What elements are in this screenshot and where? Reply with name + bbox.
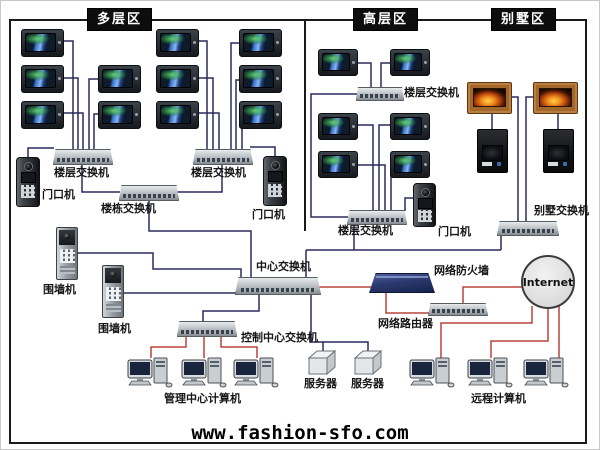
indoor-monitor [390,49,430,76]
indoor-monitor [390,151,430,178]
villa-wooden-monitor [467,82,512,114]
floor-switch-left [53,149,113,165]
indoor-monitor [239,101,282,129]
computer-icon [127,357,173,388]
server-box [353,349,383,375]
villa-door-station [477,129,508,173]
indoor-monitor [318,49,358,76]
region-label-multi-storey: 多层区 [87,8,153,31]
wall-unit [56,227,78,280]
label-floor-switch-right: 楼层交换机 [191,166,246,179]
floor-switch-right [193,149,253,165]
server-box [307,349,337,375]
label-door-unit-left: 门口机 [42,188,75,201]
firewall-device [369,273,435,293]
indoor-monitor [21,101,64,129]
indoor-monitor [21,65,64,93]
server-cube-icon [307,349,337,375]
villa-switch [497,221,559,236]
label-mgmt-computers: 管理中心计算机 [164,392,241,405]
region-title: 多层区 [97,12,143,27]
door-unit [16,157,40,207]
computer-icon [409,357,455,388]
indoor-monitor [156,101,199,129]
diagram-border-frame [9,19,587,444]
control-center-switch [177,321,237,337]
label-router: 网络路由器 [378,317,433,330]
navy-wires [27,40,559,351]
door-unit [263,156,287,206]
red-wires [150,286,560,358]
indoor-monitor [21,29,64,57]
label-center-switch: 中心交换机 [256,260,311,273]
villa-wooden-monitor [533,82,578,114]
internet-cloud: Internet [521,255,575,309]
indoor-monitor [98,101,141,129]
computer-icon [233,357,279,388]
villa-door-station [543,129,574,173]
region-title: 高层区 [363,12,409,27]
indoor-monitor [318,151,358,178]
computer-icon [181,357,227,388]
indoor-monitor [239,65,282,93]
door-unit [413,183,436,227]
label-wall-unit-2: 围墙机 [98,322,131,335]
website-watermark: www.fashion-sfo.com [191,422,409,444]
label-floor-switch-left: 楼层交换机 [54,166,109,179]
label-control-center-switch: 控制中心交换机 [241,331,318,344]
region-label-villa: 别墅区 [491,8,557,31]
label-floor-switch-high-top: 楼层交换机 [404,86,459,99]
indoor-monitor [239,29,282,57]
wall-unit [102,265,124,318]
building-switch [119,185,179,201]
computer-icon [523,357,569,388]
indoor-monitor [318,113,358,140]
region-divider-line [304,19,306,231]
router-device [428,303,488,316]
label-firewall: 网络防火墙 [434,264,489,277]
server-cube-icon [353,349,383,375]
center-switch [235,277,321,295]
label-remote-computers: 远程计算机 [471,392,526,405]
label-building-switch: 楼栋交换机 [101,202,156,215]
label-server-2: 服务器 [351,377,384,390]
label-server-1: 服务器 [304,377,337,390]
label-floor-switch-high-bottom: 楼层交换机 [338,224,393,237]
label-door-unit-right: 门口机 [252,208,285,221]
region-label-high-rise: 高层区 [353,8,419,31]
indoor-monitor [98,65,141,93]
indoor-monitor [156,29,199,57]
label-wall-unit-1: 围墙机 [43,283,76,296]
label-villa-switch: 别墅交换机 [534,204,589,217]
region-title: 别墅区 [501,12,547,27]
indoor-monitor [390,113,430,140]
floor-switch-high-top [356,87,404,101]
computer-icon [467,357,513,388]
indoor-monitor [156,65,199,93]
label-door-unit-high: 门口机 [438,225,471,238]
floor-switch-high-bottom [347,210,407,225]
internet-label: Internet [522,275,574,289]
